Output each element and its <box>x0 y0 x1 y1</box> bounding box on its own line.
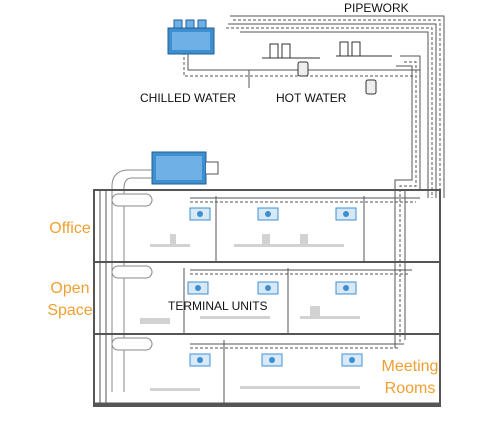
terminal-unit <box>261 353 283 367</box>
valve-manifold-right <box>336 41 392 95</box>
zone-open-line1: Open <box>50 280 90 297</box>
terminal-unit <box>187 281 209 295</box>
terminal-unit <box>189 207 211 221</box>
air-handling-unit <box>151 151 219 185</box>
terminal-unit <box>257 207 279 221</box>
zone-meeting-line2: Rooms <box>384 379 436 397</box>
zone-office-text: Office <box>49 220 91 237</box>
zone-label-meeting-rooms: Meeting Rooms <box>378 356 442 399</box>
chilled-water-label: CHILLED WATER <box>140 91 237 105</box>
zone-label-office: Office <box>46 218 94 240</box>
pipe-distribution-floors <box>190 197 420 349</box>
air-ducts <box>111 169 153 392</box>
hot-water-label: HOT WATER <box>276 91 347 105</box>
zone-label-open-space: Open Space <box>44 278 96 321</box>
zone-meeting-line1: Meeting <box>381 358 439 375</box>
pipework-label: PIPEWORK <box>344 1 409 15</box>
terminal-unit <box>335 281 357 295</box>
terminal-unit <box>335 207 357 221</box>
office-furniture <box>140 234 360 391</box>
terminal-units-label: TERMINAL UNITS <box>168 299 268 313</box>
terminal-unit <box>257 281 279 295</box>
terminal-unit <box>341 353 363 367</box>
zone-open-line2: Space <box>47 301 93 319</box>
terminal-unit <box>189 353 211 367</box>
chiller-unit <box>167 19 215 55</box>
building-outline <box>93 189 441 407</box>
valve-manifold-left <box>262 43 320 77</box>
